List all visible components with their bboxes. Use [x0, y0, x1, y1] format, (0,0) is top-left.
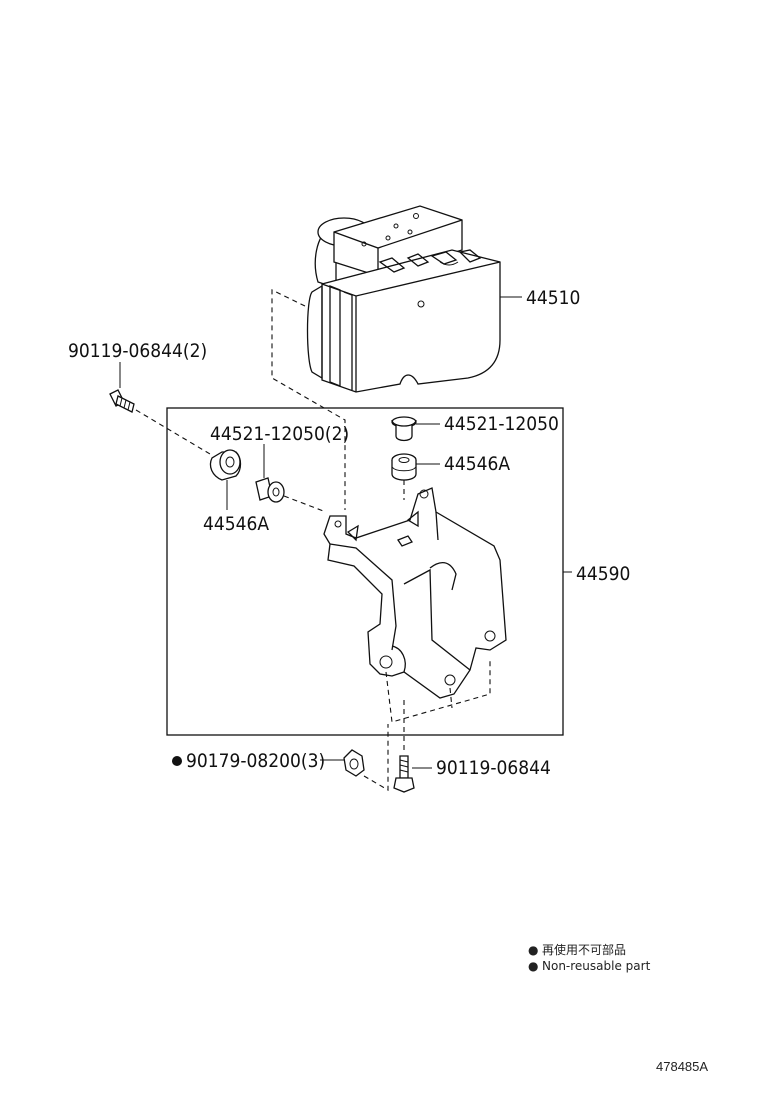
collar-left-illustration: [255, 477, 285, 503]
callout-bolt-upper-left: 90119-06844(2): [68, 340, 207, 362]
callout-nut-lower: 90179-08200(3): [186, 750, 325, 772]
collar-right-illustration: [391, 416, 417, 442]
legend-text-ja: 再使用不可部品: [542, 942, 626, 957]
legend-bullet-ja: ●: [528, 943, 538, 957]
bolt-lower-illustration: [393, 755, 415, 793]
callout-cushion-right: 44546A: [444, 453, 510, 475]
legend-bullet-en: ●: [528, 959, 538, 973]
actuator-mount-dashline: [271, 289, 346, 510]
bracket-lower-dashline: [385, 660, 491, 723]
diagram-code: 478485A: [656, 1059, 708, 1074]
legend: ● 再使用不可部品 ● Non-reusable part: [528, 942, 651, 973]
bracket-illustration: [323, 487, 507, 699]
legend-text-en: Non-reusable part: [542, 959, 651, 973]
callout-collar-right: 44521-12050: [444, 413, 559, 435]
callout-collar-left: 44521-12050(2): [210, 423, 349, 445]
cushion-right-illustration: [391, 453, 417, 481]
bolt-upper-left-illustration: [109, 389, 135, 413]
callout-44510: 44510: [526, 287, 580, 309]
cushion-left-illustration: [209, 449, 242, 481]
non-reusable-marker: [172, 756, 182, 766]
abs-actuator-illustration: [306, 205, 501, 393]
callout-cushion-left: 44546A: [203, 513, 269, 535]
callout-bolt-lower: 90119-06844: [436, 757, 551, 779]
nut-lower-illustration: [343, 749, 365, 777]
callout-44590: 44590: [576, 563, 630, 585]
